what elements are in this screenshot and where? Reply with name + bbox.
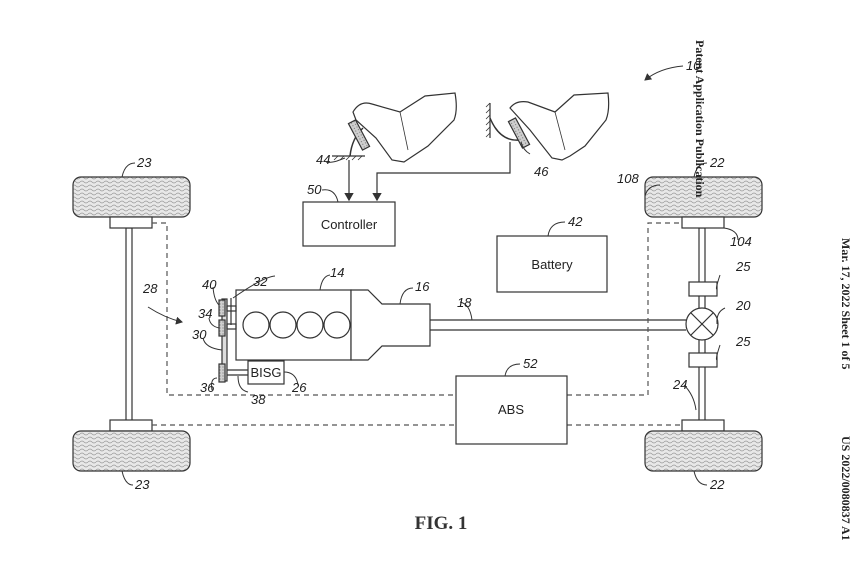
ref-16: 16 bbox=[415, 279, 430, 294]
ref-108: 108 bbox=[617, 171, 639, 186]
engine bbox=[235, 289, 352, 361]
ref-22-top: 22 bbox=[709, 155, 725, 170]
abs-label: ABS bbox=[498, 402, 524, 417]
ref-38: 38 bbox=[251, 392, 266, 407]
ref-28: 28 bbox=[142, 281, 158, 296]
battery-box bbox=[496, 235, 608, 293]
controller-box bbox=[302, 201, 396, 247]
brake-lines bbox=[152, 222, 682, 426]
ref-20: 20 bbox=[735, 298, 751, 313]
ref-18: 18 bbox=[457, 295, 472, 310]
foot-brake bbox=[509, 92, 610, 161]
publication-number: US 2022/0080837 A1 bbox=[839, 436, 853, 541]
ref-22-bottom: 22 bbox=[709, 477, 725, 492]
patent-header: Patent Application Publication Mar. 17, … bbox=[693, 0, 861, 584]
front-wheel-top bbox=[72, 176, 191, 229]
ref-40: 40 bbox=[202, 277, 217, 292]
publication-type: Patent Application Publication bbox=[692, 40, 707, 198]
foot-accelerator bbox=[352, 92, 457, 163]
ref-10: 10 bbox=[686, 58, 701, 73]
ref-104: 104 bbox=[730, 234, 752, 249]
ref-32: 32 bbox=[253, 274, 268, 289]
ref-25-lower: 25 bbox=[735, 334, 751, 349]
belt-drive bbox=[218, 298, 248, 383]
accelerator-pedal bbox=[332, 119, 371, 161]
rear-wheel-top bbox=[644, 176, 763, 229]
abs-box bbox=[455, 375, 568, 445]
transmission bbox=[350, 289, 431, 361]
ref-44: 44 bbox=[316, 152, 330, 167]
figure-title: FIG. 1 bbox=[415, 513, 468, 534]
ref-46: 46 bbox=[534, 164, 549, 179]
ref-30: 30 bbox=[192, 327, 207, 342]
ref-34: 34 bbox=[198, 306, 212, 321]
brake-pedal bbox=[485, 102, 531, 149]
ref-52: 52 bbox=[523, 356, 538, 371]
brake-signal-line bbox=[372, 142, 511, 202]
half-shaft-coupling-lower bbox=[688, 352, 718, 368]
ref-25-upper: 25 bbox=[735, 259, 751, 274]
date-sheet: Mar. 17, 2022 Sheet 1 of 5 bbox=[839, 238, 853, 370]
front-axle bbox=[125, 227, 133, 425]
half-shaft-coupling-upper bbox=[688, 281, 718, 297]
front-wheel-bottom bbox=[72, 419, 191, 472]
ref-36: 36 bbox=[200, 380, 215, 395]
driveshaft bbox=[430, 319, 686, 331]
differential bbox=[685, 307, 719, 341]
ref-42: 42 bbox=[568, 214, 583, 229]
controller-label: Controller bbox=[321, 217, 378, 232]
leader-lines bbox=[121, 65, 739, 486]
ref-50: 50 bbox=[307, 182, 322, 197]
ref-24: 24 bbox=[672, 377, 687, 392]
battery-label: Battery bbox=[531, 257, 573, 272]
ref-26: 26 bbox=[291, 380, 307, 395]
ref-14: 14 bbox=[330, 265, 344, 280]
ref-23-top: 23 bbox=[136, 155, 152, 170]
ref-23-bottom: 23 bbox=[134, 477, 150, 492]
bisg-label: BISG bbox=[250, 365, 281, 380]
rear-wheel-bottom bbox=[644, 419, 763, 472]
